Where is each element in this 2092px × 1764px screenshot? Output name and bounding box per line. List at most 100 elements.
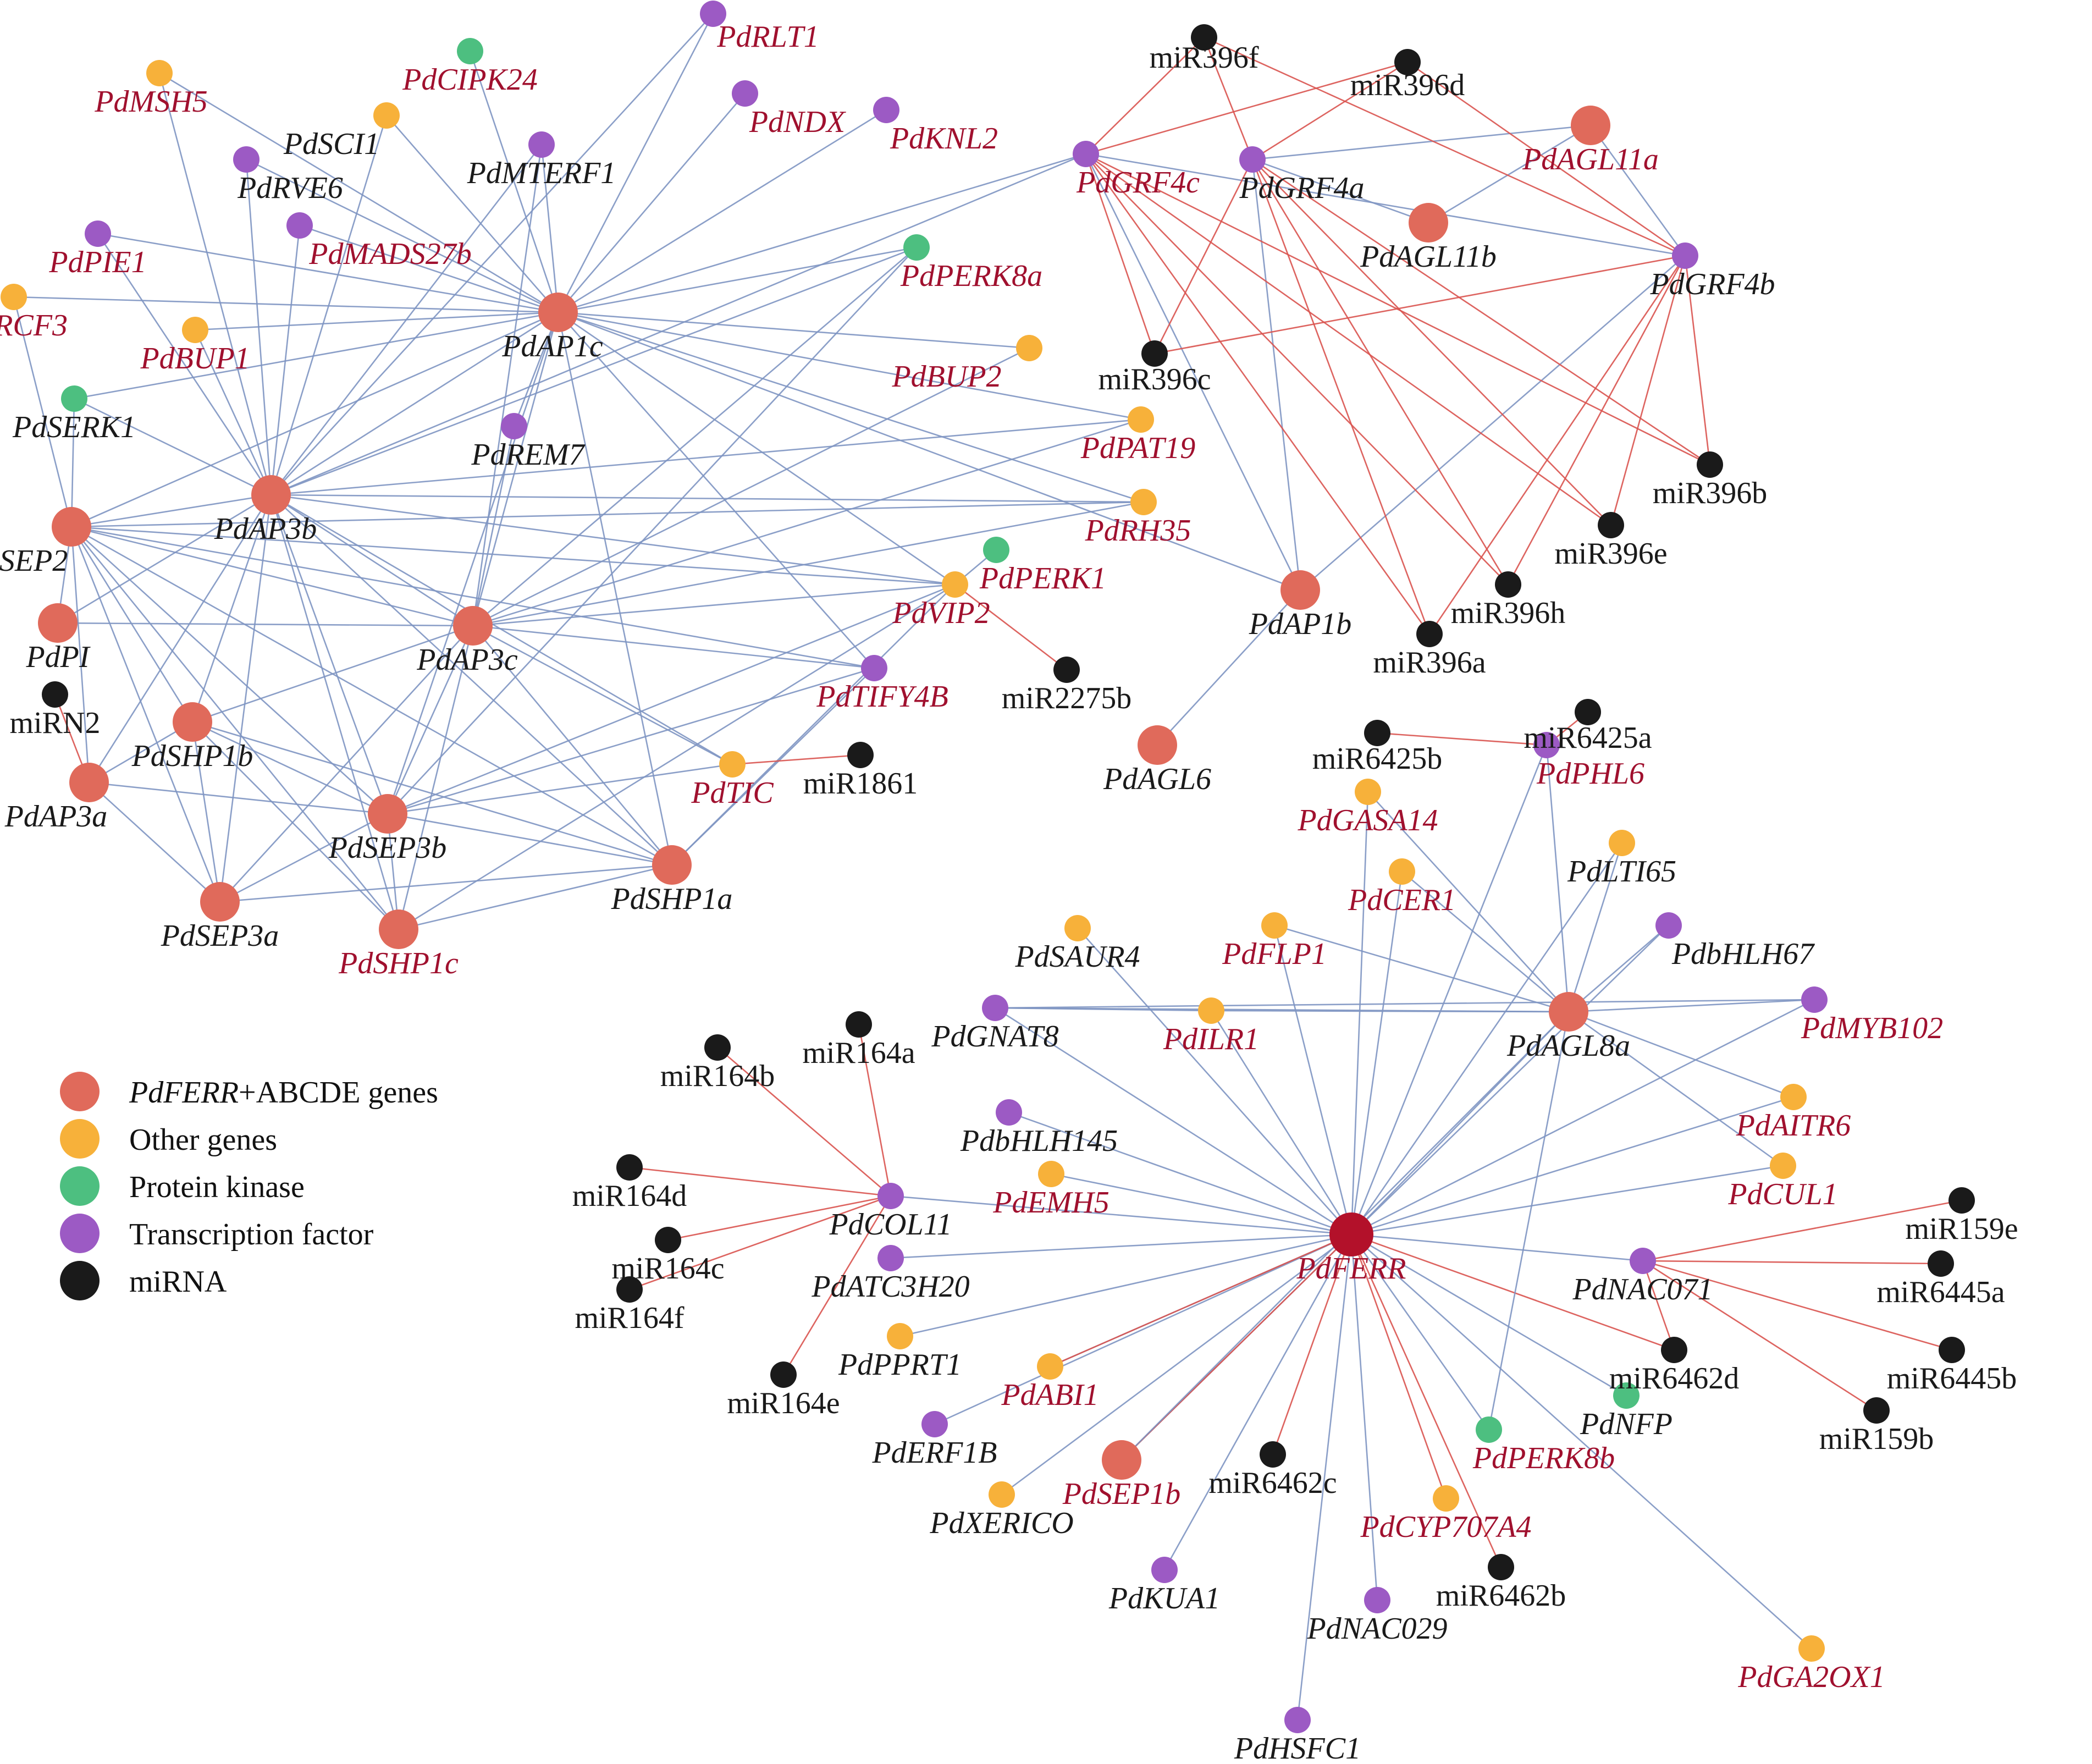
edge-pdap3c-pdtic: [472, 625, 733, 765]
edge-pdap3b-pdperk8a: [271, 246, 917, 496]
label-mir396b: miR396b: [1653, 476, 1767, 510]
edge-pdferr-pdcul1: [1351, 1165, 1784, 1236]
edge-pdferr-pdcol11: [890, 1195, 1352, 1236]
node-pdvip2: [942, 571, 968, 598]
node-pdbhlh67: [1655, 912, 1682, 939]
legend-label-kinase: Protein kinase: [129, 1170, 305, 1204]
label-pdvip2: PdVIP2: [892, 596, 990, 630]
edge-pdap1c-pdmterf1: [540, 144, 559, 313]
edge-pdshp1b-pdap3a: [89, 721, 193, 784]
label-pderf1b: PdERF1B: [871, 1436, 997, 1470]
edge-pdap3c-pdrem7: [472, 426, 515, 626]
edge-pdnac071-mir159b: [1642, 1260, 1877, 1412]
node-pdemh5: [1038, 1161, 1064, 1187]
edge-pdap1b-pdgrf4b: [1300, 255, 1686, 591]
edge-pdferr-pdemh5: [1051, 1173, 1352, 1236]
label-pdbup2: PdBUP2: [891, 360, 1001, 394]
node-pdtic: [719, 751, 746, 778]
label-mir396a: miR396a: [1373, 646, 1486, 680]
edge-pdap3c-pdshp1b: [192, 625, 473, 723]
edge-pdap3c-pdbup2: [472, 347, 1030, 627]
edge-pdap1c-pdap3c: [472, 312, 559, 626]
label-pdtic: PdTIC: [691, 776, 774, 810]
edge-pdap3b-pdmsh5: [158, 73, 272, 495]
node-mir6462c: [1260, 1441, 1286, 1468]
edge-pdsep3b-pdshp1a: [387, 813, 672, 866]
label-pdap1b: PdAP1b: [1249, 607, 1352, 641]
edge-pdsep2-pdvip2: [71, 526, 956, 586]
label-mir1861: miR1861: [803, 767, 918, 801]
edge-pdap1c-pdndx: [558, 93, 746, 313]
legend-swatch-tf: [60, 1214, 100, 1253]
edge-pdcol11-mir164e: [782, 1195, 892, 1375]
label-pdrlt1: PdRLT1: [716, 20, 819, 54]
edge-pdsep2-pdrcf3: [13, 296, 73, 527]
node-pdmterf1: [528, 131, 555, 158]
node-mir396e: [1598, 512, 1624, 538]
label-pdsaur4: PdSAUR4: [1014, 940, 1140, 974]
label-pdcol11: PdCOL11: [829, 1208, 952, 1242]
edge-pdap1c-pdcipk24: [469, 51, 559, 313]
node-pdperk8a: [903, 234, 930, 261]
node-pdnfp: [1613, 1382, 1640, 1409]
label-pdsci1: PdSCI1: [283, 127, 379, 161]
label-pdrcf3: PdRCF3: [0, 308, 68, 343]
label-pdshp1b: PdSHP1b: [131, 739, 253, 773]
edge-pdgrf4a-mir396b: [1252, 158, 1710, 466]
edge-pdap3c-pdpat19: [472, 418, 1141, 627]
label-pdemh5: PdEMH5: [992, 1186, 1110, 1220]
node-pdcul1: [1770, 1153, 1796, 1179]
edge-pdap3c-pdpi: [57, 622, 473, 627]
label-mir6462d: miR6462d: [1609, 1361, 1739, 1396]
edge-pdferr-pdnfp: [1351, 1233, 1627, 1397]
edge-pdap3b-pdrve6: [245, 159, 272, 495]
edge-pdap3b-pdvip2: [271, 494, 956, 586]
edge-pdgrf4a-mir396e: [1252, 159, 1611, 526]
node-pdshp1b: [173, 702, 212, 742]
edge-pdap1c-pdap1b: [558, 311, 1301, 591]
edge-pdagl8a-pdmyb102: [1568, 999, 1815, 1013]
edge-pdagl8a-pdbhlh67: [1568, 925, 1669, 1012]
label-pdagl11a: PdAGL11a: [1522, 142, 1659, 177]
edge-pdagl8a-pdphl6: [1545, 745, 1570, 1012]
node-mir396a: [1416, 621, 1443, 647]
label-pdcul1: PdCUL1: [1727, 1177, 1837, 1211]
label-mir396e: miR396e: [1554, 537, 1667, 571]
label-mir164a: miR164a: [802, 1036, 915, 1070]
edge-pdap1c-pdap3b: [271, 311, 559, 496]
label-mir164c: miR164c: [611, 1252, 724, 1286]
label-pdrh35: PdRH35: [1085, 514, 1191, 548]
label-pdshp1a: PdSHP1a: [611, 882, 733, 916]
node-mir396b: [1697, 451, 1723, 478]
edge-pdap1c-pdshp1a: [557, 312, 673, 866]
edge-pdap1c-pdbup2: [558, 311, 1030, 349]
label-pdsep2: PdSEP2: [0, 544, 68, 578]
edge-pdap1c-pdrh35: [558, 311, 1144, 503]
edge-pdsep2-pdshp1c: [70, 526, 400, 930]
label-pdgnat8: PdGNAT8: [931, 1019, 1058, 1054]
edge-pdgrf4c-mir396c: [1085, 153, 1156, 354]
node-mir6445b: [1939, 1337, 1965, 1363]
label-pdknl2: PdKNL2: [890, 122, 998, 156]
label-pdap3b: PdAP3b: [214, 512, 317, 546]
node-mir396f: [1191, 24, 1217, 51]
label-pdsep3b: PdSEP3b: [328, 831, 447, 865]
edge-pdferr-pdcer1: [1350, 871, 1403, 1235]
node-pdagl11a: [1571, 106, 1610, 145]
node-mir6462d: [1661, 1337, 1687, 1363]
edge-pdap3c-pdvip2: [472, 583, 956, 627]
label-pdmsh5: PdMSH5: [94, 85, 207, 119]
node-pdserk1: [61, 385, 87, 412]
label-pdshp1c: PdSHP1c: [338, 946, 459, 980]
node-mir164d: [616, 1154, 643, 1181]
edge-pdcol11-mir164b: [717, 1047, 891, 1197]
edge-pdnac071-mir6445a: [1642, 1260, 1941, 1265]
label-pdphl6: PdPHL6: [1536, 757, 1644, 791]
edge-pdgrf4a-mir396c: [1153, 159, 1254, 354]
edge-pdap1b-pdgrf4a: [1251, 159, 1301, 591]
label-pdhsfc1: PdHSFC1: [1234, 1732, 1361, 1764]
label-mir2275b: miR2275b: [1002, 681, 1131, 715]
edge-pdap3b-pdmterf1: [270, 144, 543, 495]
label-pdnac071: PdNAC071: [1572, 1272, 1713, 1307]
node-pdferr: [1329, 1212, 1373, 1256]
